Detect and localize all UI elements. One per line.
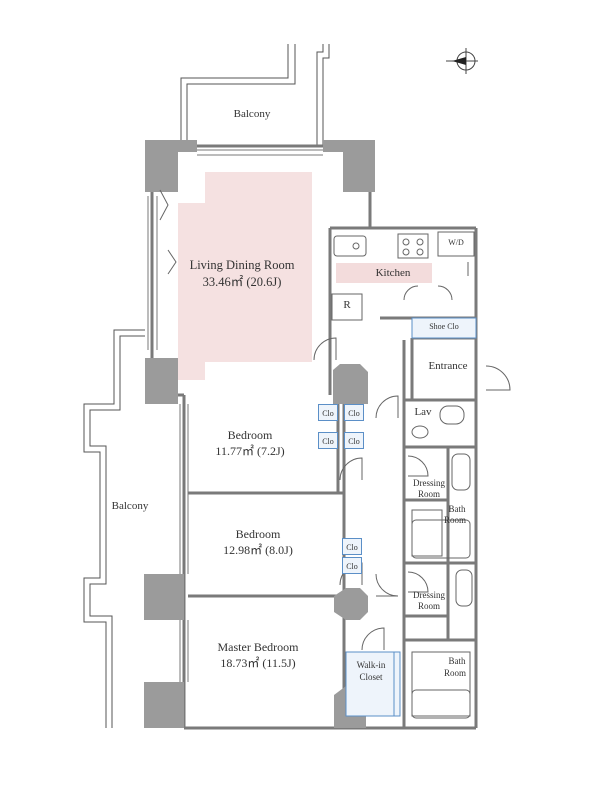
doors <box>159 189 511 651</box>
closet-3: Clo <box>344 404 364 421</box>
bath-room2-line1: Bath <box>448 656 466 666</box>
bedroom1-area: 11.77㎡ (7.2J) <box>215 444 285 458</box>
storage-hatch <box>345 317 477 717</box>
dressing-room2-line1: Dressing <box>413 590 445 600</box>
master-bedroom-area: 18.73㎡ (11.5J) <box>220 656 296 670</box>
dressing-room1-line1: Dressing <box>413 478 445 488</box>
bath-room1-line1: Bath <box>448 504 466 514</box>
master-bedroom-name: Master Bedroom <box>217 640 299 654</box>
balcony-left <box>83 329 145 728</box>
north-compass-icon <box>446 48 478 74</box>
closet-1: Clo <box>318 404 338 421</box>
bathroom-fixtures <box>411 405 473 719</box>
walls <box>150 144 478 730</box>
bedroom2-area: 12.98㎡ (8.0J) <box>223 543 293 557</box>
kitchen-label: Kitchen <box>375 267 411 279</box>
dressing-room1-line2: Room <box>417 489 440 499</box>
washer-dryer-label: W/D <box>448 238 464 247</box>
balcony-top <box>180 44 330 146</box>
living-room-name: Living Dining Room <box>189 258 295 272</box>
dressing-room2-line2: Room <box>417 601 440 611</box>
bedroom2-name: Bedroom <box>235 527 281 541</box>
balcony-top-label: Balcony <box>233 108 271 120</box>
refrigerator-label: R <box>343 299 351 311</box>
entrance-label: Entrance <box>428 360 468 372</box>
shoe-closet-label: Shoe Clo <box>429 322 459 331</box>
closet-2: Clo <box>318 432 338 449</box>
bedroom1-name: Bedroom <box>227 428 273 442</box>
bath-room2-line2: Room <box>443 668 466 678</box>
closet-4: Clo <box>344 432 364 449</box>
living-room-fill <box>178 172 312 380</box>
lavatory-label: Lav <box>414 406 432 418</box>
walkin-closet-line2: Closet <box>359 672 383 682</box>
closet-6: Clo <box>342 557 362 574</box>
kitchen-fixtures <box>331 231 475 321</box>
walkin-closet-line1: Walk-in <box>356 660 386 670</box>
windows <box>147 149 323 682</box>
living-room-area: 33.46㎡ (20.6J) <box>202 275 282 289</box>
kitchen-fill <box>336 263 432 283</box>
balcony-left-label: Balcony <box>111 500 149 512</box>
closet-5: Clo <box>342 538 362 555</box>
bath-room1-line2: Room <box>443 515 466 525</box>
